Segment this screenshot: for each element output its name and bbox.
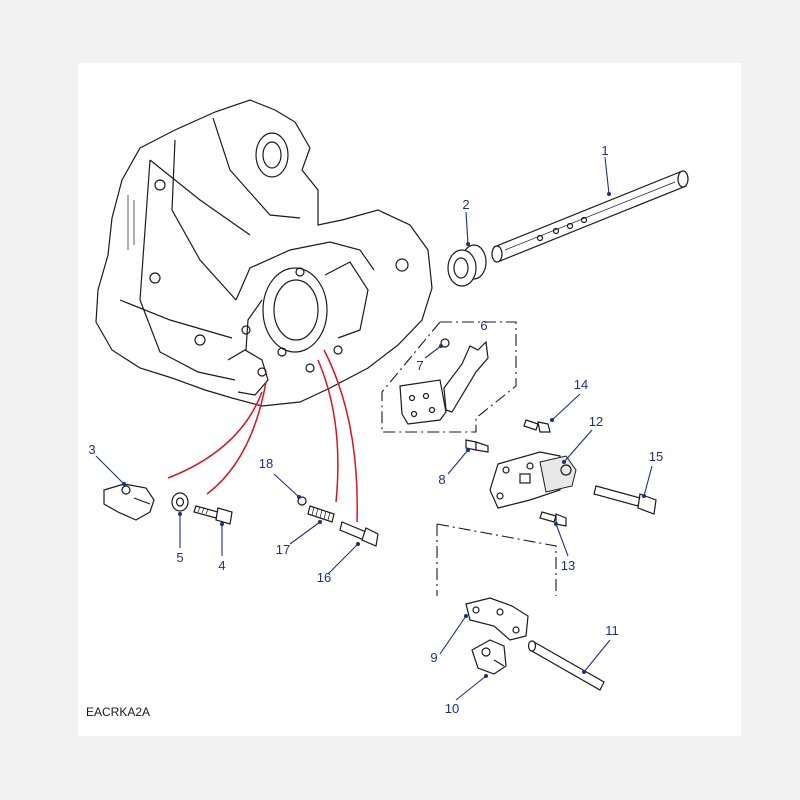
part-14-bolt — [523, 419, 551, 433]
callout-3: 3 — [88, 442, 95, 457]
part-2-bush — [447, 244, 487, 287]
gearbox-casing — [95, 99, 433, 407]
selector-fork-group-bracket — [436, 523, 557, 596]
guide-line-bolt-4 — [206, 381, 267, 495]
callout-10: 10 — [445, 701, 459, 716]
callout-14: 14 — [574, 377, 588, 392]
callout-1: 1 — [601, 143, 608, 158]
callout-4: 4 — [218, 558, 225, 573]
part-15-bolt — [593, 485, 657, 515]
callout-labels: 1 2 3 4 5 6 7 8 9 10 11 12 13 14 15 16 1… — [88, 143, 663, 716]
part-1-selector-rod — [491, 170, 689, 263]
part-5-washer — [171, 492, 189, 512]
guide-line-bolt-16 — [323, 349, 358, 523]
callout-15: 15 — [649, 449, 663, 464]
callout-5: 5 — [176, 550, 183, 565]
part-8-bolt — [465, 439, 489, 453]
callout-18: 18 — [259, 456, 273, 471]
leader-lines — [95, 156, 653, 701]
part-17-spring — [307, 505, 335, 523]
callout-6: 6 — [480, 318, 487, 333]
callout-8: 8 — [438, 472, 445, 487]
part-7-ball — [440, 338, 450, 348]
guide-line-spring-17 — [317, 359, 339, 503]
part-3-bracket — [103, 483, 155, 521]
callout-2: 2 — [462, 197, 469, 212]
guide-line-bracket-3 — [167, 391, 263, 479]
part-10-selector-fork — [471, 639, 507, 675]
part-9-selector-fork — [465, 597, 529, 641]
callout-12: 12 — [589, 414, 603, 429]
part-16-bolt — [339, 521, 379, 547]
callout-7: 7 — [416, 358, 423, 373]
callout-17: 17 — [276, 542, 290, 557]
part-13-bolt — [539, 511, 567, 527]
callout-11: 11 — [605, 623, 619, 638]
callout-9: 9 — [430, 650, 437, 665]
diagram-reference-code: EACRKA2A — [86, 705, 150, 719]
part-18-ball — [297, 496, 307, 506]
callout-13: 13 — [561, 558, 575, 573]
part-4-bolt — [193, 505, 233, 525]
callout-16: 16 — [317, 570, 331, 585]
installation-guide-lines — [167, 349, 358, 523]
part-11-shaft — [527, 640, 605, 691]
part-6-lever-assembly — [381, 321, 517, 433]
part-12-bracket — [489, 451, 577, 509]
